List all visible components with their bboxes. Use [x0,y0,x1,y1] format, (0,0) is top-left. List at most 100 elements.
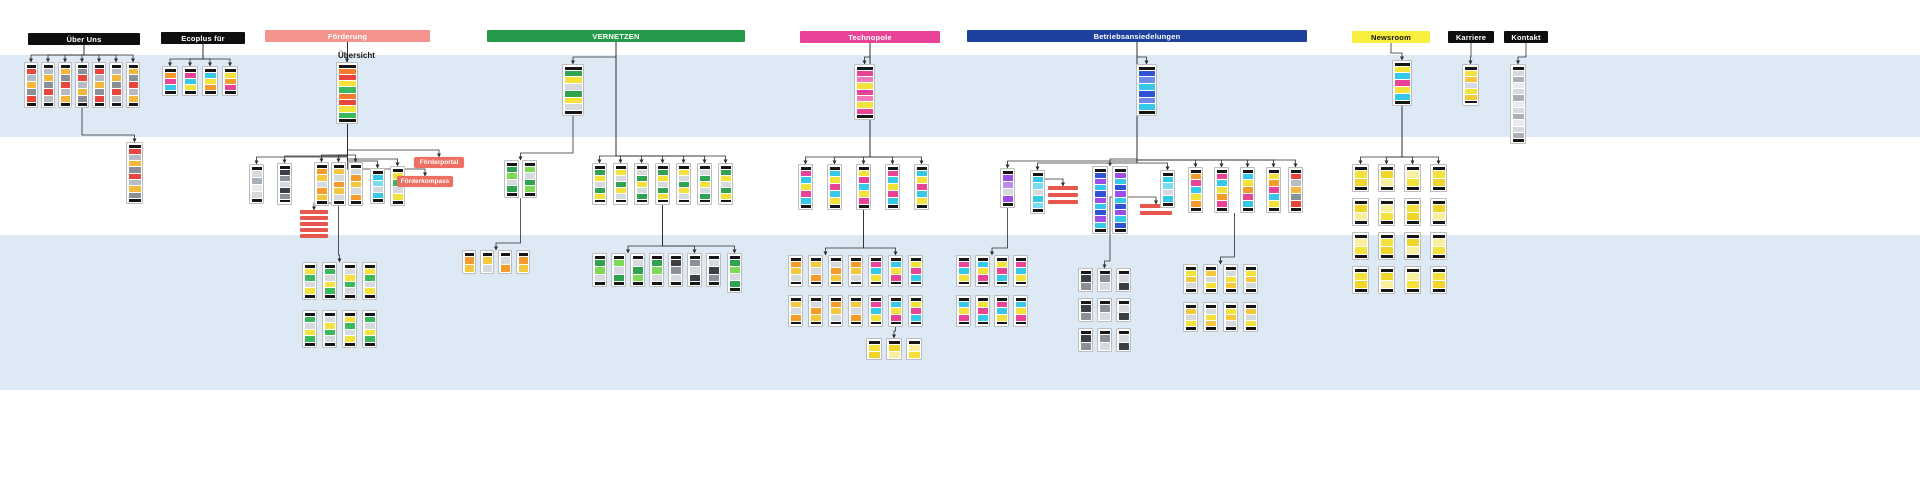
page-card[interactable] [1288,167,1303,213]
page-card[interactable] [1462,64,1479,106]
page-card[interactable] [348,162,363,206]
page-card[interactable] [885,164,900,210]
page-card[interactable] [975,295,990,327]
page-card[interactable] [362,262,377,300]
page-card[interactable] [1430,232,1447,260]
page-card[interactable] [668,253,683,287]
page-card[interactable] [1430,266,1447,294]
page-card[interactable] [1240,167,1255,213]
section-header-foerderung[interactable]: Förderung [265,30,430,42]
page-card[interactable] [697,163,712,205]
link-bar[interactable] [300,222,328,226]
page-card[interactable] [1203,302,1218,332]
page-card[interactable] [687,253,702,287]
section-header-newsroom[interactable]: Newsroom [1352,31,1430,43]
page-card[interactable] [1510,64,1526,144]
section-header-technopole[interactable]: Technopole [800,31,940,43]
page-card[interactable] [314,162,329,206]
page-card[interactable] [322,262,337,300]
page-card[interactable] [798,164,813,210]
page-card[interactable] [1266,167,1281,213]
page-card[interactable] [1136,64,1157,116]
page-card[interactable] [302,310,317,348]
page-card[interactable] [1188,167,1203,213]
page-card[interactable] [1223,302,1238,332]
page-card[interactable] [655,163,670,205]
btn-foerderportal[interactable]: Förderportal [414,157,464,168]
page-card[interactable] [522,160,537,198]
page-card[interactable] [1404,266,1421,294]
page-card[interactable] [41,62,55,108]
page-card[interactable] [162,66,178,96]
page-card[interactable] [975,255,990,287]
page-card[interactable] [1243,264,1258,294]
page-card[interactable] [1392,60,1412,106]
page-card[interactable] [613,163,628,205]
page-card[interactable] [956,255,971,287]
page-card[interactable] [1078,298,1093,322]
page-card[interactable] [956,295,971,327]
page-card[interactable] [1430,198,1447,226]
page-card[interactable] [1378,198,1395,226]
page-card[interactable] [92,62,106,108]
page-card[interactable] [562,64,584,116]
page-card[interactable] [1404,198,1421,226]
page-card[interactable] [649,253,664,287]
page-card[interactable] [727,253,742,293]
section-header-kontakt[interactable]: Kontakt [1504,31,1548,43]
page-card[interactable] [109,62,123,108]
link-bar[interactable] [1048,200,1078,204]
page-card[interactable] [611,253,626,287]
page-card[interactable] [222,66,238,96]
page-card[interactable] [866,338,882,360]
page-card[interactable] [1243,302,1258,332]
page-card[interactable] [1378,232,1395,260]
page-card[interactable] [1404,232,1421,260]
page-card[interactable] [1078,268,1093,292]
page-card[interactable] [1078,328,1093,352]
page-card[interactable] [592,253,607,287]
page-card[interactable] [336,62,358,124]
page-card[interactable] [1013,255,1028,287]
page-card[interactable] [370,168,385,204]
page-card[interactable] [342,262,357,300]
page-card[interactable] [1430,164,1447,192]
page-card[interactable] [202,66,218,96]
page-card[interactable] [1378,266,1395,294]
page-card[interactable] [24,62,38,108]
page-card[interactable] [277,163,292,205]
section-header-betriebs[interactable]: Betriebsansiedelungen [967,30,1307,42]
page-card[interactable] [888,255,903,287]
page-card[interactable] [906,338,922,360]
page-card[interactable] [788,255,803,287]
page-card[interactable] [1378,164,1395,192]
page-card[interactable] [630,253,645,287]
page-card[interactable] [322,310,337,348]
page-card[interactable] [908,255,923,287]
page-card[interactable] [788,295,803,327]
page-card[interactable] [1183,264,1198,294]
page-card[interactable] [1000,168,1015,208]
page-card[interactable] [1013,295,1028,327]
link-bar[interactable] [1048,193,1078,197]
page-card[interactable] [1352,232,1369,260]
page-card[interactable] [126,62,140,108]
page-card[interactable] [462,250,476,274]
page-card[interactable] [848,295,863,327]
page-card[interactable] [516,250,530,274]
link-bar[interactable] [300,234,328,238]
page-card[interactable] [592,163,607,205]
page-card[interactable] [1160,170,1175,208]
page-card[interactable] [362,310,377,348]
page-card[interactable] [706,253,721,287]
page-card[interactable] [994,255,1009,287]
link-bar[interactable] [300,228,328,232]
page-card[interactable] [182,66,198,96]
page-card[interactable] [634,163,649,205]
page-card[interactable] [1404,164,1421,192]
link-bar[interactable] [300,216,328,220]
page-card[interactable] [342,310,357,348]
page-card[interactable] [1352,198,1369,226]
page-card[interactable] [808,255,823,287]
page-card[interactable] [888,295,903,327]
